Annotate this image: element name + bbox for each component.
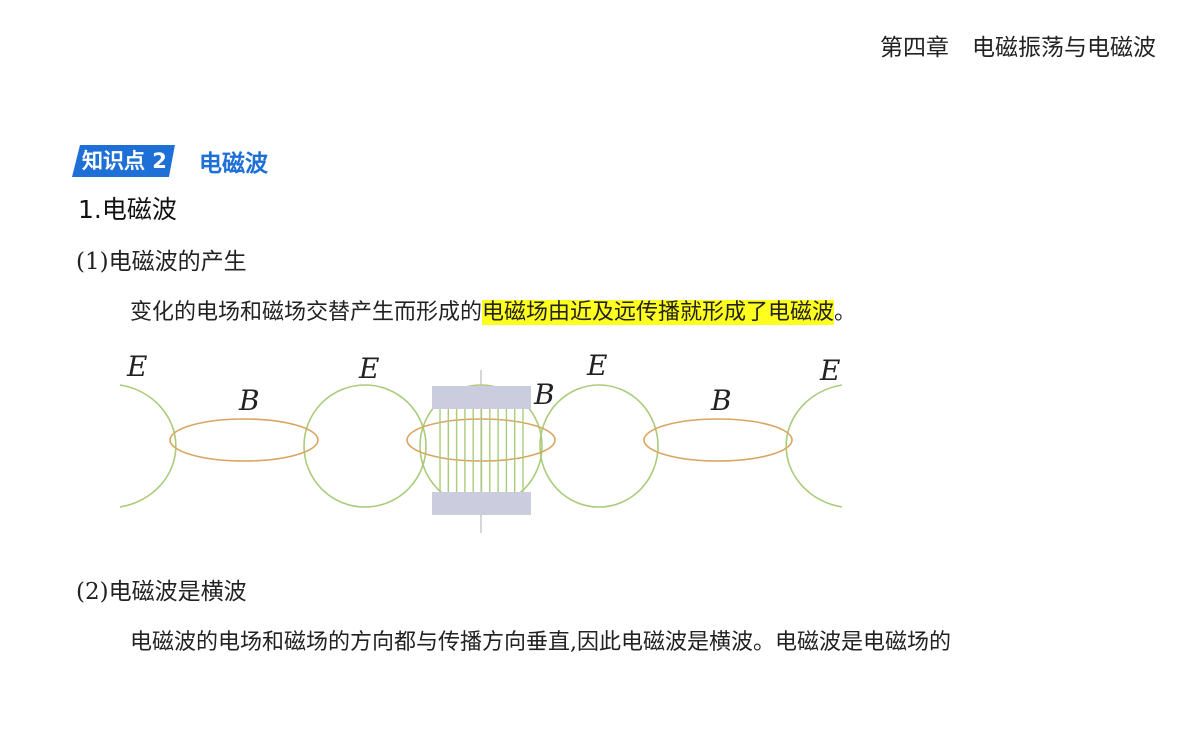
electric-field-circle-2 (303, 384, 427, 508)
subsection-title-generation: (1)电磁波的产生 (76, 249, 247, 275)
paragraph-text: 变化的电场和磁场交替产生而形成的 (130, 300, 483, 325)
knowledge-point-title: 电磁波 (198, 151, 268, 177)
magnetic-field-ellipse-3 (643, 418, 793, 462)
electric-field-circle-1 (119, 384, 177, 508)
paragraph-text-end: 。 (834, 300, 857, 325)
magnetic-field-ellipse-1 (169, 418, 319, 462)
label-b-2: B (533, 378, 555, 411)
label-e-3: E (586, 350, 607, 382)
chapter-title: 第四章 电磁振荡与电磁波 (880, 35, 1156, 61)
knowledge-point-header: 知识点 2 电磁波 (72, 145, 268, 177)
capacitor-plate-top (432, 386, 531, 409)
subsection-title-transverse: (2)电磁波是横波 (76, 579, 247, 605)
label-b-3: B (710, 384, 732, 417)
electric-field-circle-5 (785, 384, 843, 508)
electric-field-lines (439, 409, 524, 492)
label-e-1: E (126, 350, 147, 383)
paragraph-transverse: 电磁波的电场和磁场的方向都与传播方向垂直,因此电磁波是横波。电磁波是电磁场的 (130, 630, 951, 655)
highlighted-text: 电磁场由近及远传播就形成了电磁波 (482, 300, 835, 325)
section-title: 1.电磁波 (78, 195, 177, 224)
knowledge-point-badge: 知识点 2 (72, 145, 175, 177)
electromagnetic-wave-diagram: E B E B E B E (119, 350, 843, 533)
capacitor-plate-bottom (432, 492, 531, 515)
paragraph-generation: 变化的电场和磁场交替产生而形成的电磁场由近及远传播就形成了电磁波。 (130, 294, 856, 326)
electric-field-circle-4 (539, 384, 659, 508)
label-b-1: B (238, 384, 260, 417)
label-e-2: E (358, 352, 379, 385)
label-e-4: E (819, 354, 840, 387)
